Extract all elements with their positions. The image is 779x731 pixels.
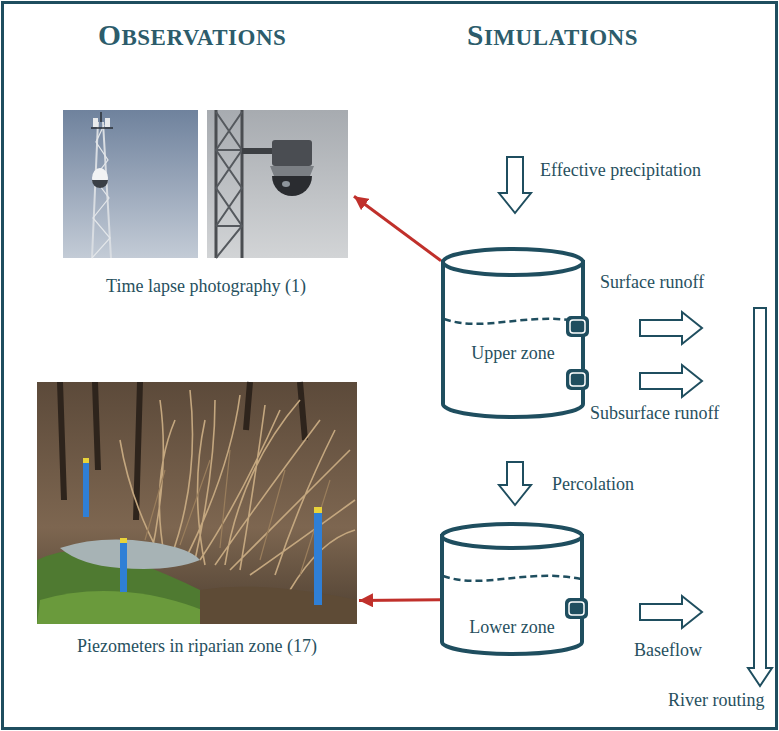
tower-lattice <box>92 125 110 258</box>
camera-arm <box>242 148 276 154</box>
outlet-knob <box>565 598 588 619</box>
camera-dome <box>92 168 108 188</box>
zone-name: Lower zone <box>467 617 556 639</box>
label-holder: Baseflow <box>632 640 704 662</box>
water-level <box>443 576 581 581</box>
sensor <box>105 118 110 127</box>
piezometer-cap <box>314 507 322 513</box>
observation-link <box>359 598 440 602</box>
storage-cylinder: Lower zone <box>440 522 584 656</box>
column-heading: OBSERVATIONS <box>96 18 288 53</box>
flux-label: Baseflow <box>632 640 704 662</box>
label-holder: SIMULATIONS <box>465 18 640 53</box>
label-holder: Effective precipitation <box>538 160 703 182</box>
label-holder: OBSERVATIONS <box>96 18 288 53</box>
percolation-arrow <box>499 462 531 505</box>
piezometer <box>120 542 127 592</box>
mast-instruments <box>91 112 113 128</box>
precipitation-arrow <box>499 157 531 213</box>
cylinder-top <box>442 524 582 548</box>
outlet-knob <box>566 369 589 390</box>
flux-label: River routing <box>666 690 767 712</box>
tower-legs <box>216 110 242 258</box>
piezometer <box>83 462 89 517</box>
muddy-bank <box>200 587 357 624</box>
outlet-knob-rim <box>569 602 584 615</box>
piezometer-cap <box>83 458 89 463</box>
routing-arrow <box>748 308 772 686</box>
label-holder: Surface runoff <box>598 272 706 294</box>
photo-panel: Time lapse photography (1) <box>58 108 354 304</box>
camera-lens <box>92 180 108 188</box>
cylinder-outline <box>441 247 585 419</box>
piezometer <box>314 512 322 605</box>
dome-reflection <box>282 181 290 187</box>
photo-panel: Piezometers in riparian zone (17) <box>35 380 359 670</box>
outlet-knob-rim <box>570 373 585 386</box>
camera-photo <box>207 110 348 258</box>
photo-caption: Time lapse photography (1) <box>104 276 308 298</box>
flux-label: Surface runoff <box>598 272 706 294</box>
camera-housing <box>272 140 312 166</box>
zone-name: Upper zone <box>469 343 556 365</box>
observation-link <box>354 196 441 261</box>
outer-frame <box>3 3 777 729</box>
water-puddle <box>60 540 200 569</box>
runoff-arrow <box>640 312 702 344</box>
label-holder: Subsurface runoff <box>588 403 721 425</box>
tower-lattice <box>216 112 242 258</box>
camera-dome <box>272 176 312 196</box>
storage-cylinder: Upper zone <box>441 247 585 419</box>
cylinder-body <box>443 262 583 417</box>
grey-background <box>207 110 348 258</box>
riparian-photo <box>37 382 357 624</box>
cylinder-body <box>442 536 582 654</box>
baseflow-arrow <box>640 596 702 628</box>
mast-photo <box>63 110 198 258</box>
camera-collar <box>270 166 314 176</box>
runoff-arrow <box>640 365 702 397</box>
sky-background <box>63 110 198 258</box>
photo-caption: Piezometers in riparian zone (17) <box>75 636 319 658</box>
cylinder-top <box>443 249 583 275</box>
outlet-knob <box>566 316 589 337</box>
sensor <box>93 118 98 127</box>
flux-label: Percolation <box>550 474 636 496</box>
water-level <box>444 319 582 324</box>
label-holder: River routing <box>666 690 767 712</box>
tower-braces <box>216 150 242 226</box>
flux-label: Subsurface runoff <box>588 403 721 425</box>
tree-trunks <box>60 382 305 520</box>
flux-label: Effective precipitation <box>538 160 703 182</box>
outlet-knob-rim <box>570 320 585 333</box>
tower-legs <box>92 122 111 258</box>
column-heading: SIMULATIONS <box>465 18 640 53</box>
label-holder: Percolation <box>550 474 636 496</box>
woodland-background <box>37 382 357 624</box>
piezometer-cap <box>120 538 127 543</box>
